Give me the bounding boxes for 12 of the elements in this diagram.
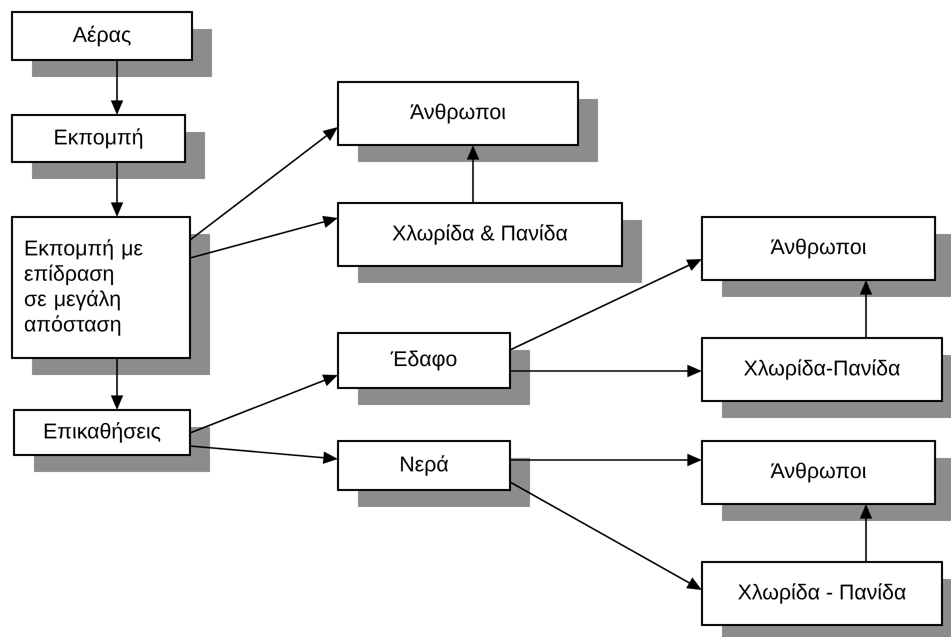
process-box: Εκπομπή [10,114,205,179]
process-box: Άνθρωποι [700,440,951,521]
process-box: Εκπομπή με επίδραση σε μεγάλη απόσταση [11,216,210,375]
process-box: Αέρας [11,11,212,77]
process-box: Χλωρίδα & Πανίδα [337,202,642,283]
process-box: Επικαθήσεις [13,408,210,472]
process-box: Χλωρίδα-Πανίδα [701,337,951,418]
process-box: Έδαφο [337,332,530,405]
process-box: Χλωρίδα - Πανίδα [701,561,951,637]
process-box: Άνθρωποι [337,81,598,162]
process-box: Άνθρωποι [700,216,951,297]
process-box: Νερά [337,440,530,507]
